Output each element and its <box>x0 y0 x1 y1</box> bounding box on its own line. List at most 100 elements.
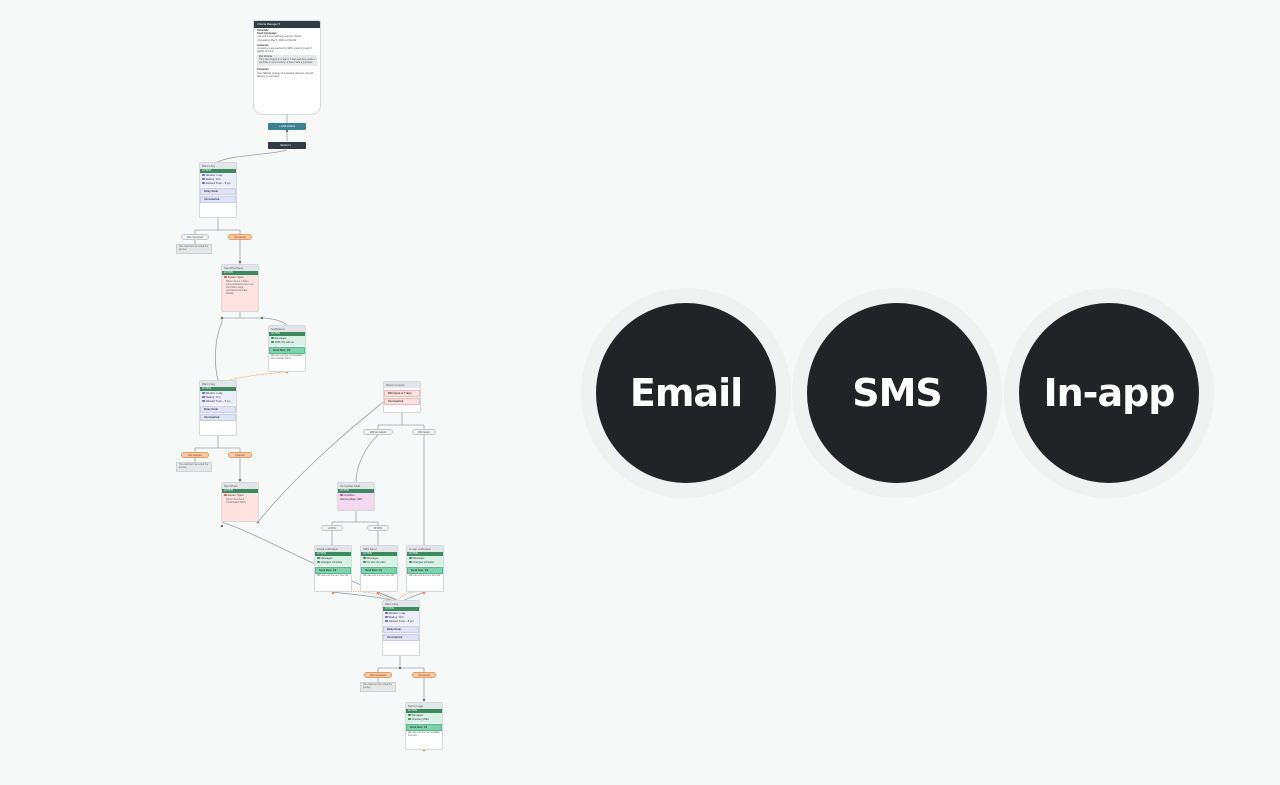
node-body: Messages Changed schedule <box>407 555 443 566</box>
filter-text: Filters: New Send Confirmation Offers <box>226 498 246 504</box>
ab-branch-a[interactable]: A 50% <box>321 525 343 531</box>
split-option[interactable]: Will return in 7 days <box>384 390 420 397</box>
message-icon <box>363 556 366 560</box>
node-title: Ab Update Field <box>338 483 374 489</box>
schedule-value: Send Campaign <box>257 32 277 36</box>
opened-branch[interactable]: Opened <box>228 452 252 458</box>
node-body: Window: 1 day Waiting: 10 h Allowed: 8 a… <box>383 610 419 625</box>
variant-tab[interactable]: Variant 1 <box>280 143 291 147</box>
converted-branch[interactable]: Converted <box>228 234 252 240</box>
node-kind-badge: ACTION <box>222 271 258 275</box>
node-note: Will wait until the next available slot … <box>271 354 303 360</box>
node-row: Window: 1 day <box>205 173 223 177</box>
node-row: Allowed: 8 am – 8 pm <box>205 399 231 403</box>
node-row: Changed schedule <box>320 560 343 564</box>
calendar-icon <box>202 181 205 185</box>
email-icon <box>317 560 320 564</box>
delay-scale-item[interactable]: Delay Scale <box>200 187 236 195</box>
node-note: Will wait until the next time slot <box>317 574 349 577</box>
send-now-item[interactable]: Send Now: 1/3 <box>361 566 397 574</box>
node-kind-badge: ACTION <box>406 709 442 713</box>
email-channel-label: Email <box>629 371 743 415</box>
schedule-title: Schedule <box>257 29 269 32</box>
send-now-item[interactable]: Send Now: 1/3 <box>406 723 442 731</box>
unconverted-item[interactable]: Unconverted <box>200 413 236 421</box>
node-title: Send Purchase <box>222 265 258 271</box>
wait-node[interactable]: Wait 1 day ACTION Window: 1 day Waiting:… <box>382 600 420 656</box>
hourglass-icon <box>385 615 388 619</box>
node-row: SMS: Fly with us <box>274 340 294 344</box>
inapp-channel-badge: In-app <box>1019 303 1199 483</box>
campaign-panel-title[interactable]: Criteria Manager ▾ <box>254 21 320 28</box>
audience-section: Audience • Customers are reached by SMS,… <box>254 43 320 55</box>
not-converted-branch[interactable]: Not converted <box>364 672 392 678</box>
not-converted-branch[interactable]: Not converted <box>181 234 209 240</box>
exit-note: The customer has exited the journey <box>176 462 212 472</box>
channels-section: Channels Uses fallback strategy of dedic… <box>254 67 320 79</box>
converted-branch[interactable]: Converted <box>412 672 436 678</box>
node-body: Condition Warning Rate: 10% <box>338 492 374 510</box>
calendar-icon <box>385 619 388 623</box>
sms-channel-badge: SMS <box>807 303 987 483</box>
node-title: Send Push <box>222 483 258 489</box>
node-row: Messages <box>412 556 425 560</box>
delay-scale-item[interactable]: Delay Scale <box>383 625 419 633</box>
schedule-section: Schedule Send Campaign • All customers m… <box>254 28 320 43</box>
variant-tab-bar[interactable]: Variant 1 <box>268 142 306 149</box>
delay-scale-item[interactable]: Delay Scale <box>200 405 236 413</box>
node-kind-badge: ACTION <box>269 332 305 336</box>
sms-message-node[interactable]: SMS Send ACTION Messages Fly with the of… <box>360 545 398 592</box>
node-kind-badge: ACTION <box>200 387 236 391</box>
node-row: Condition <box>343 493 355 497</box>
split-node[interactable]: Return to store Will return in 7 days Un… <box>383 381 421 413</box>
node-row: Checking Offer <box>411 717 429 721</box>
hourglass-icon <box>202 177 205 181</box>
node-row: Waiting: 10 h <box>388 615 404 619</box>
campaign-settings-panel[interactable]: Criteria Manager ▾ Schedule Send Campaig… <box>253 20 321 115</box>
node-title: Return to store <box>384 382 420 388</box>
will-return-branch[interactable]: Will return <box>412 429 436 435</box>
send-now-item[interactable]: Send Now: 1/3 <box>269 346 305 354</box>
condition-icon <box>340 493 343 497</box>
channels-text: Uses fallback strategy of dedicated chan… <box>257 71 314 78</box>
node-body: Screen: Sport Filters: Sent 1 x When try… <box>222 274 258 311</box>
email-channel-badge: Email <box>596 303 776 483</box>
node-title: Wait 1 day <box>383 601 419 607</box>
node-row: Messages <box>320 556 333 560</box>
node-title: Wait 1 day <box>200 381 236 387</box>
message-node[interactable]: Send in-app ACTION Messages Checking Off… <box>405 702 443 750</box>
node-title: Notification <box>269 326 305 332</box>
not-opened-branch[interactable]: Not opened <box>181 452 209 458</box>
trigger-node[interactable]: Send Push ACTION Screen: Sport Filters: … <box>221 482 259 522</box>
wait-node[interactable]: Wait 1 day ACTION Window: 1 day Waiting:… <box>199 162 237 218</box>
calendar-icon <box>202 399 205 403</box>
node-title: SMS Send <box>361 546 397 552</box>
exit-text: They have logged in to app in 7 days and… <box>259 59 315 65</box>
node-kind-badge: ACTION <box>361 552 397 556</box>
message-icon <box>408 713 411 717</box>
node-body: Messages SMS: Fly with us <box>269 335 305 346</box>
trigger-node[interactable]: Send Purchase ACTION Screen: Sport Filte… <box>221 264 259 312</box>
node-kind-badge: ACTION <box>200 169 236 173</box>
will-not-return-branch[interactable]: Will not return <box>363 429 393 435</box>
unconverted-item[interactable]: Unconverted <box>200 195 236 203</box>
node-kind-badge: ACTION <box>407 552 443 556</box>
unconverted-item[interactable]: Unconverted <box>383 633 419 641</box>
wait-node[interactable]: Wait 1 day ACTION Window: 1 day Waiting:… <box>199 380 237 436</box>
message-node[interactable]: Notification ACTION Messages SMS: Fly wi… <box>268 325 306 372</box>
split-option[interactable]: Unconverted <box>384 398 420 405</box>
send-now-item[interactable]: Send Now: 1/3 <box>315 566 351 574</box>
email-message-node[interactable]: Email notification ACTION Messages Chang… <box>314 545 352 592</box>
send-now-item[interactable]: Send Now: 1/3 <box>407 566 443 574</box>
node-row: Messages <box>366 556 379 560</box>
node-note: Will wait until the next time slot <box>363 574 395 577</box>
update-field-node[interactable]: Ab Update Field ACTION Condition Warning… <box>337 482 375 511</box>
node-title: Email notification <box>315 546 351 552</box>
schedule-line: • All customers matching segment criteri… <box>257 35 301 39</box>
node-body: Window: 1 day Waiting: 10 h Allowed: 8 a… <box>200 390 236 405</box>
ab-branch-b[interactable]: B 50% <box>367 525 389 531</box>
inapp-message-node[interactable]: In-app notification ACTION Messages Chan… <box>406 545 444 592</box>
message-icon <box>271 336 274 340</box>
add-variant-button[interactable]: + Add Variant <box>268 123 306 130</box>
